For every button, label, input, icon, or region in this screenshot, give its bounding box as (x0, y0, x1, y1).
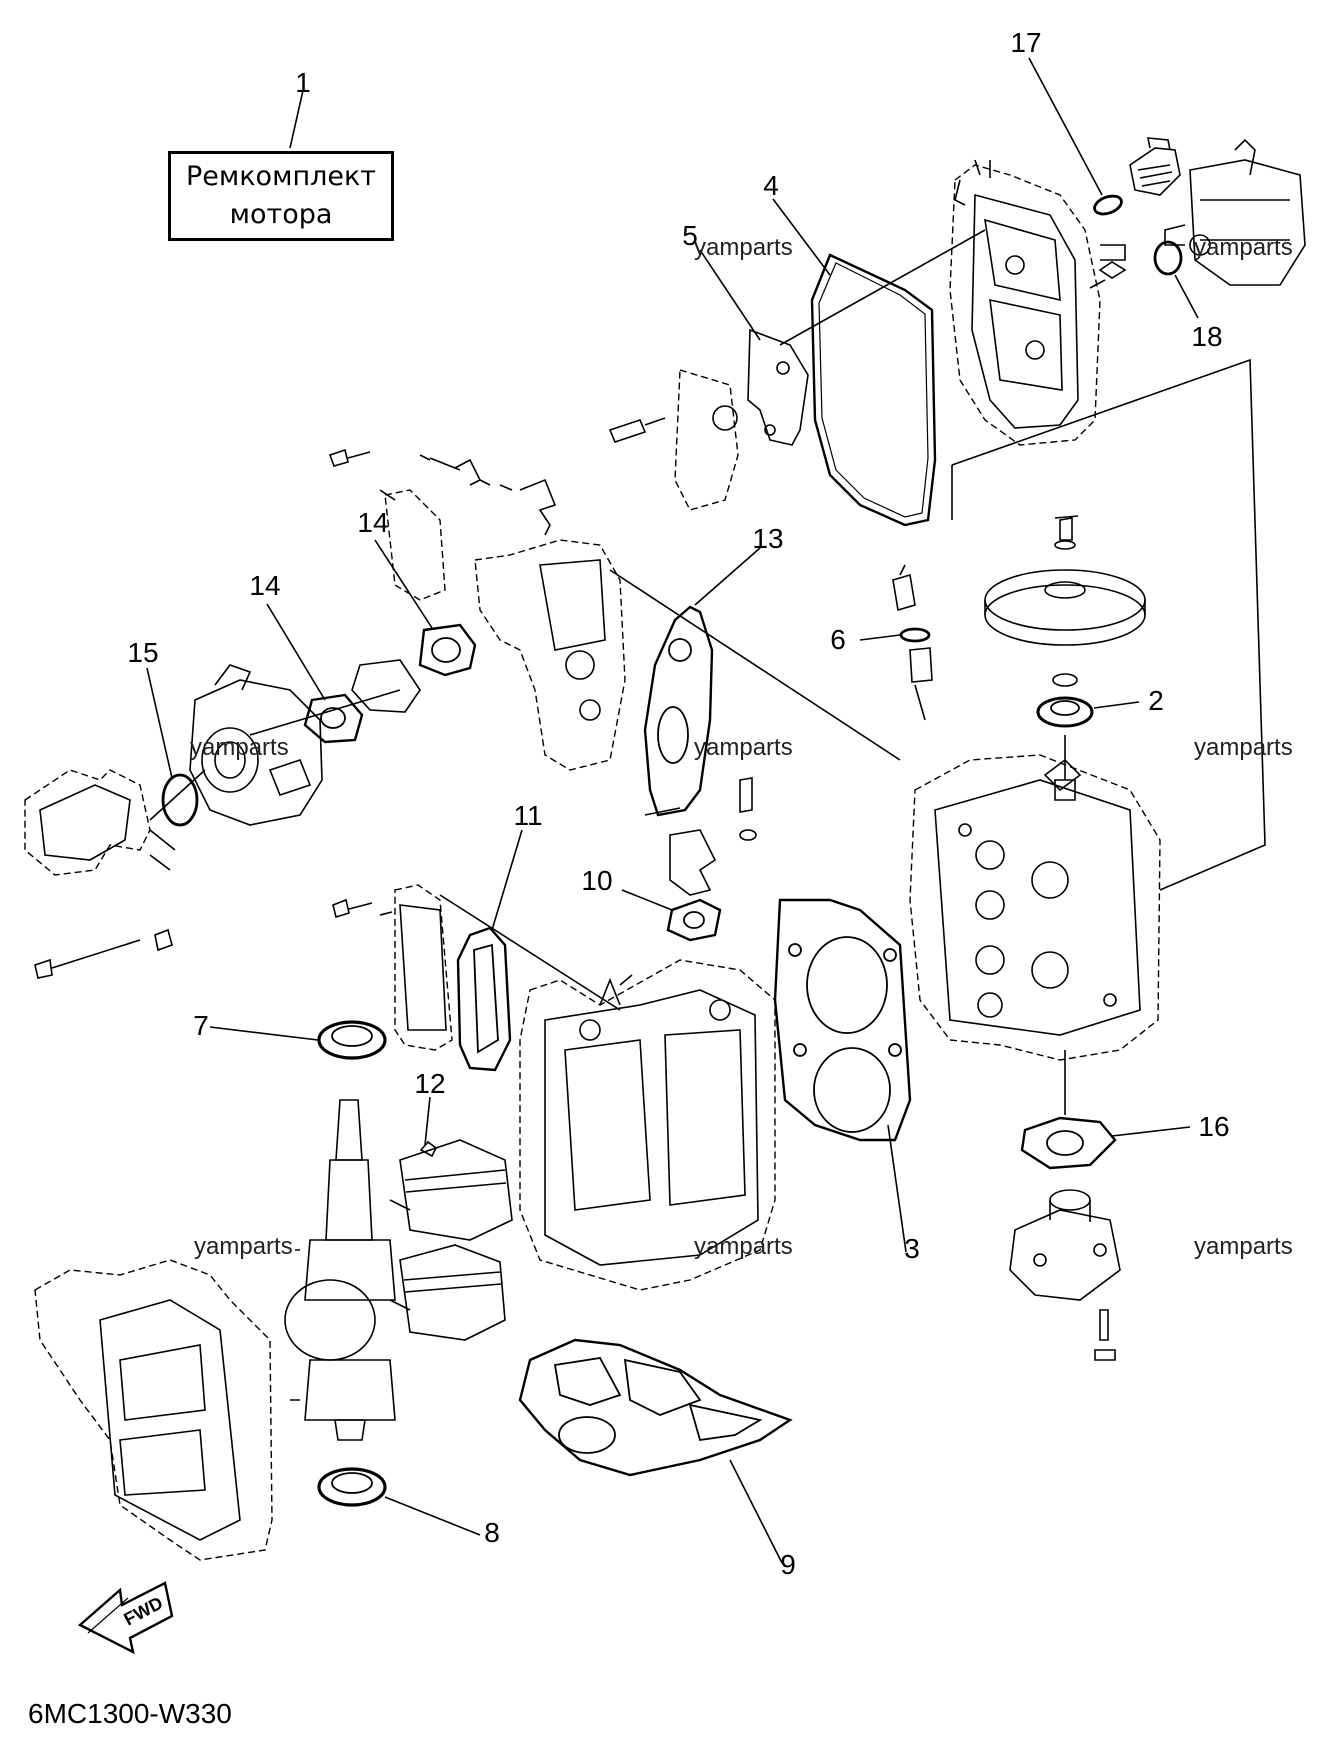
o-ring-17 (1093, 194, 1123, 216)
oil-filler-cap-illustration (1129, 137, 1181, 196)
callout-5: 5 (682, 220, 698, 251)
leader-14a (374, 539, 433, 629)
leader-6 (859, 634, 901, 641)
pulley-illustration (984, 515, 1146, 687)
exhaust-outer-cover (394, 884, 453, 1051)
bracket-b (519, 478, 557, 536)
bolt-long (34, 939, 141, 979)
callout-14b: 14 (249, 570, 280, 601)
callout-3: 3 (904, 1233, 920, 1264)
callout-15: 15 (127, 637, 158, 668)
callout-7: 7 (193, 1010, 209, 1041)
thermostat-housing (669, 829, 717, 896)
head-cover-illustration (949, 159, 1126, 446)
leader-2 (1093, 701, 1140, 709)
cylinder-head-illustration (909, 754, 1161, 1061)
watermark: yamparts (1194, 734, 1293, 761)
leader-1 (289, 85, 305, 149)
bolt-small (1089, 261, 1127, 289)
callout-11: 11 (513, 800, 542, 831)
fuel-pump-illustration (1164, 138, 1306, 286)
callout-18: 18 (1191, 321, 1222, 352)
assembly-line-cover (951, 358, 1266, 891)
intake-manifold-illustration (474, 539, 626, 771)
leader-13 (694, 547, 761, 606)
cylinder-block-illustration (519, 959, 776, 1291)
watermark: yamparts (190, 734, 289, 761)
callout-17: 17 (1010, 27, 1041, 58)
callout-16: 16 (1198, 1111, 1229, 1142)
repair-kit-label-box: Ремкомплект мотора (168, 151, 394, 241)
callout-2: 2 (1148, 685, 1164, 716)
leader-12 (424, 1096, 431, 1146)
leader-15 (146, 667, 173, 779)
watermark: yamparts (1194, 234, 1293, 261)
callout-8: 8 (484, 1517, 500, 1548)
fwd-arrow-icon (77, 1581, 174, 1655)
callout-1: 1 (295, 67, 311, 98)
leader-14b (266, 603, 326, 701)
leader-10 (621, 889, 673, 911)
leader-18 (1174, 274, 1199, 319)
callout-6: 6 (830, 624, 846, 655)
bracket-dashed (674, 369, 739, 511)
repair-kit-label-line1: Ремкомплект (185, 161, 376, 192)
repair-kit-label-line2: мотора (229, 199, 333, 230)
crankshaft-illustration (284, 1099, 396, 1441)
leader-16 (1111, 1126, 1191, 1137)
callout-9: 9 (780, 1549, 796, 1580)
pistons-illustration (389, 1139, 513, 1341)
callout-13: 13 (752, 523, 783, 554)
spacer-illustration (351, 659, 421, 713)
watermark: yamparts (694, 234, 793, 261)
watermark: yamparts (694, 1233, 793, 1260)
watermark: yamparts (194, 1233, 293, 1260)
anode-plate-5 (747, 328, 809, 446)
leader-7 (209, 1026, 319, 1041)
watermark: yamparts (694, 734, 793, 761)
leader-5 (699, 249, 761, 341)
leader-3 (887, 1124, 907, 1253)
watermark: yamparts (1194, 1233, 1293, 1260)
leader-8 (384, 1496, 481, 1536)
leader-17 (1028, 57, 1103, 196)
o-ring-15 (161, 773, 199, 827)
thermostat-cover-bolt (892, 564, 916, 612)
callout-10: 10 (581, 865, 612, 896)
callout-4: 4 (763, 170, 779, 201)
callout-12: 12 (414, 1068, 445, 1099)
leader-4 (772, 198, 831, 276)
bolt-b (419, 454, 482, 486)
o-ring-18 (1153, 240, 1183, 276)
leader-11 (491, 829, 523, 931)
callout-14a: 14 (357, 507, 388, 538)
leader-9 (729, 1459, 783, 1564)
o-ring-6 (899, 627, 931, 643)
bolt-c (332, 898, 373, 919)
diagram-code: 6MC1300-W330 (28, 1698, 232, 1729)
water-pump-illustration (1009, 1189, 1121, 1361)
carburetor-illustration (189, 664, 323, 826)
exhaust-cover (384, 489, 446, 601)
screw-a (608, 417, 666, 443)
crankcase-illustration (34, 1259, 273, 1561)
silencer-illustration (24, 769, 151, 876)
